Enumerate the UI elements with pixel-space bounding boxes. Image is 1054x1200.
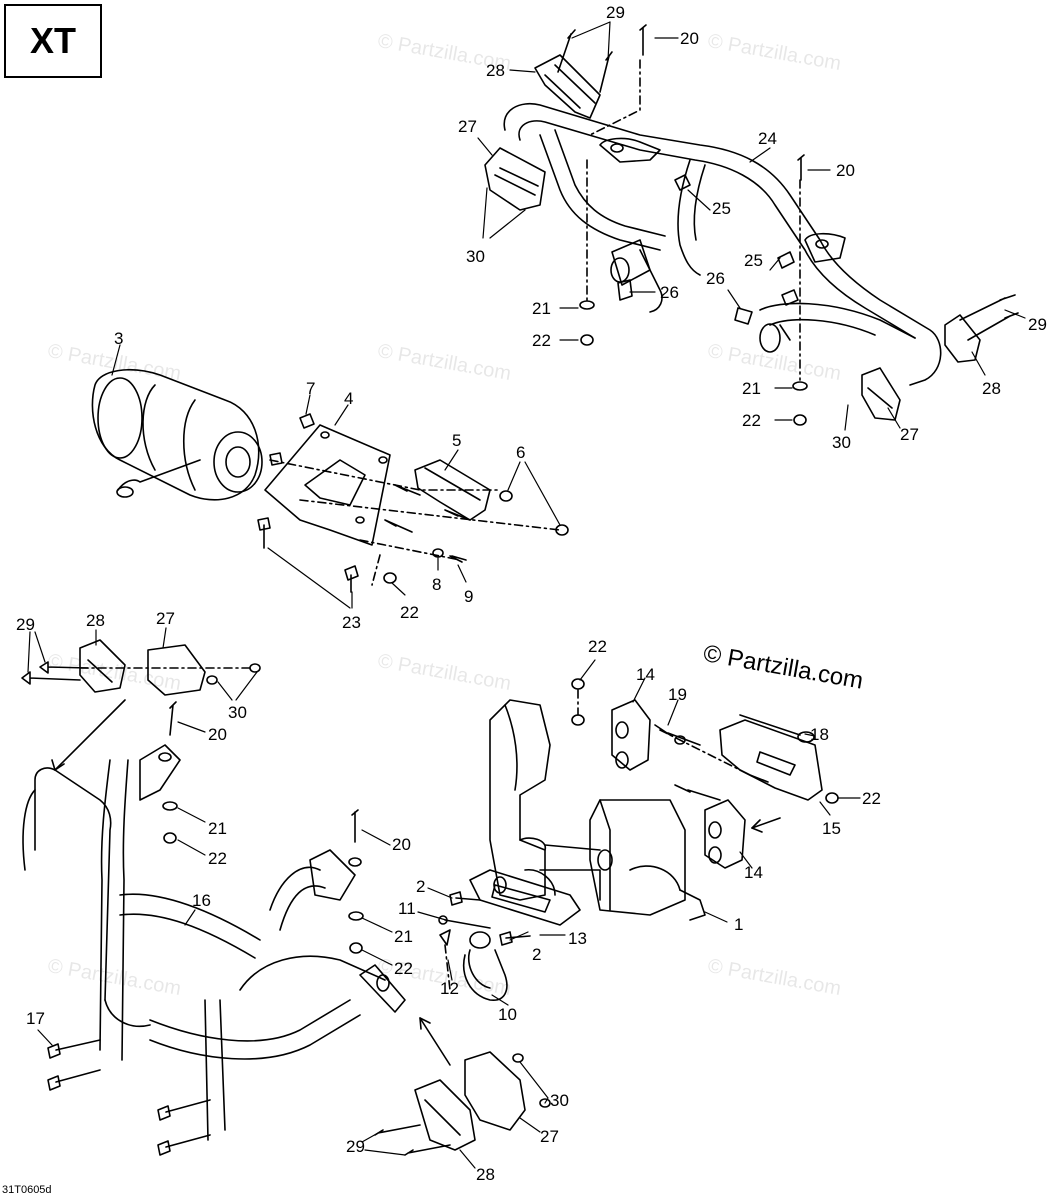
callout: 20 xyxy=(208,725,227,744)
callout: 5 xyxy=(452,431,461,450)
callout: 14 xyxy=(636,665,655,684)
callout: 29 xyxy=(606,3,625,22)
callout: 22 xyxy=(532,331,551,350)
callout: 6 xyxy=(516,443,525,462)
lower-bumper-frame xyxy=(21,639,551,1156)
callout: 28 xyxy=(86,611,105,630)
front-bumper-assembly xyxy=(484,24,1019,426)
callout: 21 xyxy=(742,379,761,398)
callout: 30 xyxy=(228,703,247,722)
callout: 22 xyxy=(588,637,607,656)
callout: 25 xyxy=(744,251,763,270)
hitch-assembly xyxy=(438,678,839,1001)
callout: 27 xyxy=(458,117,477,136)
callout: 20 xyxy=(392,835,411,854)
callout: 27 xyxy=(540,1127,559,1146)
callout: 26 xyxy=(660,283,679,302)
callout: 10 xyxy=(498,1005,517,1024)
callout: 25 xyxy=(712,199,731,218)
callout: 13 xyxy=(568,929,587,948)
model-label: XT xyxy=(29,20,76,61)
callout: 16 xyxy=(192,891,211,910)
callout: 20 xyxy=(680,29,699,48)
callout: 26 xyxy=(706,269,725,288)
callout: 8 xyxy=(432,575,441,594)
callout: 12 xyxy=(440,979,459,998)
callout: 30 xyxy=(550,1091,569,1110)
callout: 27 xyxy=(156,609,175,628)
callout: 22 xyxy=(394,959,413,978)
callout: 14 xyxy=(744,863,763,882)
callout: 28 xyxy=(486,61,505,80)
callout: 30 xyxy=(832,433,851,452)
callout: 22 xyxy=(400,603,419,622)
callout: 9 xyxy=(464,587,473,606)
callout: 27 xyxy=(900,425,919,444)
callout: 24 xyxy=(758,129,777,148)
leader-lines xyxy=(27,21,1026,1169)
callout: 29 xyxy=(346,1137,365,1156)
callout: 28 xyxy=(982,379,1001,398)
callout: 29 xyxy=(16,615,35,634)
callout: 22 xyxy=(208,849,227,868)
callout: 2 xyxy=(532,945,541,964)
callout: 11 xyxy=(398,899,416,918)
callout: 19 xyxy=(668,685,687,704)
callout: 3 xyxy=(114,329,123,348)
winch-assembly xyxy=(91,369,569,593)
callout: 23 xyxy=(342,613,361,632)
callout: 22 xyxy=(862,789,881,808)
callout: 1 xyxy=(734,915,743,934)
callout: 21 xyxy=(532,299,551,318)
callout: 7 xyxy=(306,379,315,398)
callout: 15 xyxy=(822,819,841,838)
callout: 18 xyxy=(810,725,829,744)
callout: 30 xyxy=(466,247,485,266)
callout: 17 xyxy=(26,1009,45,1028)
callout: 28 xyxy=(476,1165,495,1184)
diagram-id: 31T0605d xyxy=(2,1184,52,1196)
callout-labels: 29 20 28 27 24 20 25 30 21 26 22 25 26 2… xyxy=(16,3,1047,1184)
callout: 4 xyxy=(344,389,353,408)
callout: 22 xyxy=(742,411,761,430)
model-label-box: XT xyxy=(4,4,102,78)
callout: 29 xyxy=(1028,315,1047,334)
callout: 2 xyxy=(416,877,425,896)
callout: 20 xyxy=(836,161,855,180)
callout: 21 xyxy=(394,927,413,946)
callout: 21 xyxy=(208,819,227,838)
